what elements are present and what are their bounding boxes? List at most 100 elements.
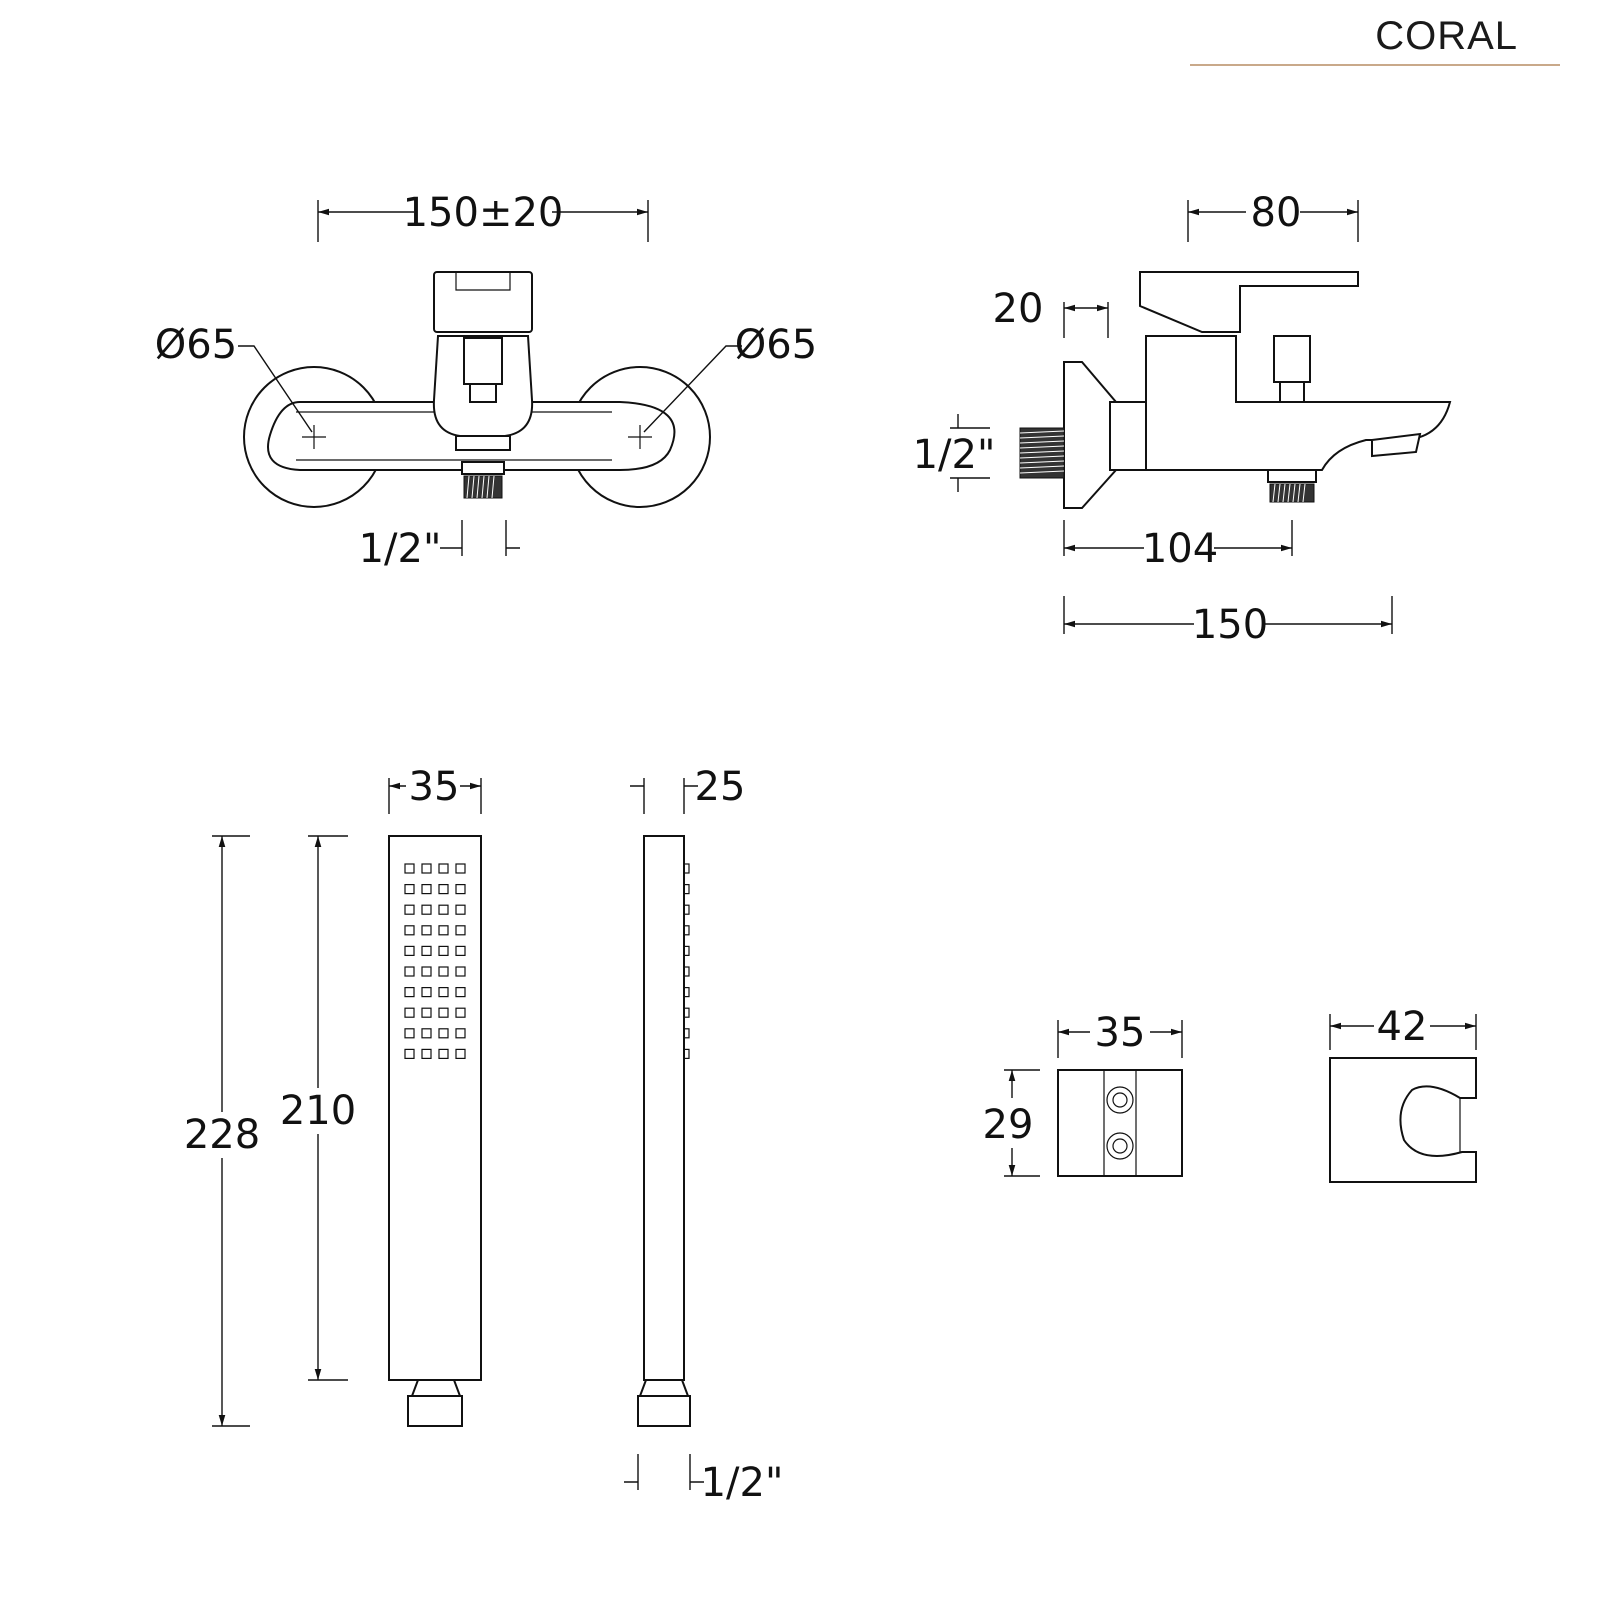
- side-nozzle: [683, 883, 690, 895]
- thread-line: [1292, 483, 1296, 503]
- side-nozzle: [683, 1048, 690, 1060]
- side-handle: [1139, 271, 1359, 333]
- nozzle: [421, 966, 432, 977]
- nozzle: [438, 966, 449, 977]
- mixer-outlet-label: 1/2": [359, 526, 442, 572]
- side-nozzle: [683, 925, 690, 936]
- nozzle: [438, 925, 449, 936]
- shower-holder-body: [1329, 1057, 1477, 1183]
- thread-line: [476, 475, 480, 499]
- nozzle: [421, 1048, 432, 1060]
- hand-shower-head-length-label: 210: [280, 1088, 356, 1134]
- nozzle: [438, 1048, 449, 1060]
- thread-line: [1297, 483, 1301, 503]
- thread-line: [466, 475, 470, 499]
- hand-shower-depth-label: 25: [695, 764, 746, 810]
- nozzle: [404, 1028, 415, 1039]
- nozzle: [455, 863, 466, 874]
- nozzle: [404, 883, 415, 895]
- holder-width-label: 42: [1377, 1004, 1428, 1050]
- total-depth-label: 150: [1192, 602, 1268, 648]
- thread-line: [481, 475, 485, 499]
- thread-line: [1287, 483, 1291, 503]
- thread-line: [1019, 445, 1065, 449]
- mixer-width-label: 150±20: [403, 190, 564, 236]
- nozzle: [455, 883, 466, 895]
- thread-line: [1019, 455, 1065, 459]
- side-nozzle: [683, 945, 690, 957]
- thread-line: [1019, 435, 1065, 439]
- screw-hole-top: [1106, 1086, 1134, 1114]
- thread-line: [1019, 450, 1065, 454]
- nozzle: [421, 883, 432, 895]
- shower-holder-view: 42: [1329, 1004, 1477, 1183]
- side-connector: [637, 1395, 691, 1427]
- thread-line: [1019, 460, 1065, 464]
- thread-line: [1019, 470, 1065, 474]
- side-nozzle: [683, 863, 690, 874]
- thread-line: [1019, 465, 1065, 469]
- hand-shower-side-body: [643, 835, 685, 1381]
- nozzle: [455, 1048, 466, 1060]
- thread-line: [1302, 483, 1306, 503]
- screw-hole-bottom: [1106, 1132, 1134, 1160]
- nozzle: [421, 925, 432, 936]
- spray-nozzles: [404, 863, 466, 1060]
- nozzle: [455, 925, 466, 936]
- nozzle: [421, 1007, 432, 1018]
- mixer-front-view: 150±20 Ø65 Ø65 1/2": [155, 190, 817, 572]
- hand-shower-side-view: 25 1/2": [624, 764, 783, 1506]
- side-nozzle: [683, 966, 690, 977]
- spout-outlet-label: 104: [1142, 526, 1218, 572]
- thread-line: [491, 475, 495, 499]
- side-nozzle: [683, 1028, 690, 1039]
- side-inlet-label: 1/2": [913, 432, 996, 478]
- nozzle: [438, 1007, 449, 1018]
- mixer-handle-cap: [433, 271, 533, 333]
- hand-shower-connector: [407, 1395, 463, 1427]
- thread-line: [486, 475, 490, 499]
- inlet-offset-label: 20: [993, 286, 1044, 332]
- nozzle: [404, 1048, 415, 1060]
- bracket-width-label: 35: [1095, 1010, 1146, 1056]
- nozzle: [421, 863, 432, 874]
- right-diameter-label: Ø65: [735, 322, 817, 368]
- thread-line: [1272, 483, 1276, 503]
- side-nozzles: [683, 863, 690, 1060]
- nozzle: [455, 986, 466, 998]
- hand-shower-front-view: 35 228 210: [184, 764, 481, 1426]
- nozzle: [421, 1028, 432, 1039]
- thread-line: [1282, 483, 1286, 503]
- diverter-knob: [1273, 335, 1311, 383]
- hand-shower-body: [388, 835, 482, 1381]
- nozzle: [421, 945, 432, 957]
- nozzle: [438, 883, 449, 895]
- nozzle: [404, 925, 415, 936]
- nozzle: [455, 904, 466, 915]
- left-diameter-label: Ø65: [155, 322, 237, 368]
- nozzle: [438, 904, 449, 915]
- nozzle: [438, 1028, 449, 1039]
- hand-shower-width-label: 35: [409, 764, 460, 810]
- nozzle: [404, 904, 415, 915]
- nozzle: [404, 1007, 415, 1018]
- nozzle: [404, 986, 415, 998]
- nozzle: [404, 863, 415, 874]
- hand-shower-connection-label: 1/2": [701, 1460, 784, 1506]
- side-nozzle: [683, 904, 690, 915]
- brand-underline: [1190, 64, 1560, 66]
- thread-line: [1277, 483, 1281, 503]
- mixer-side-view: 80 20 1/2" 104 150: [913, 190, 1452, 648]
- thread-line: [1019, 430, 1065, 434]
- nozzle: [455, 1028, 466, 1039]
- side-wall-flange: [1063, 361, 1117, 509]
- nozzle: [455, 966, 466, 977]
- thread-line: [471, 475, 475, 499]
- nozzle: [455, 945, 466, 957]
- spout-tip: [1371, 432, 1422, 458]
- nozzle: [455, 1007, 466, 1018]
- brand-name: CORAL: [1375, 14, 1518, 58]
- nozzle: [421, 904, 432, 915]
- nozzle: [438, 863, 449, 874]
